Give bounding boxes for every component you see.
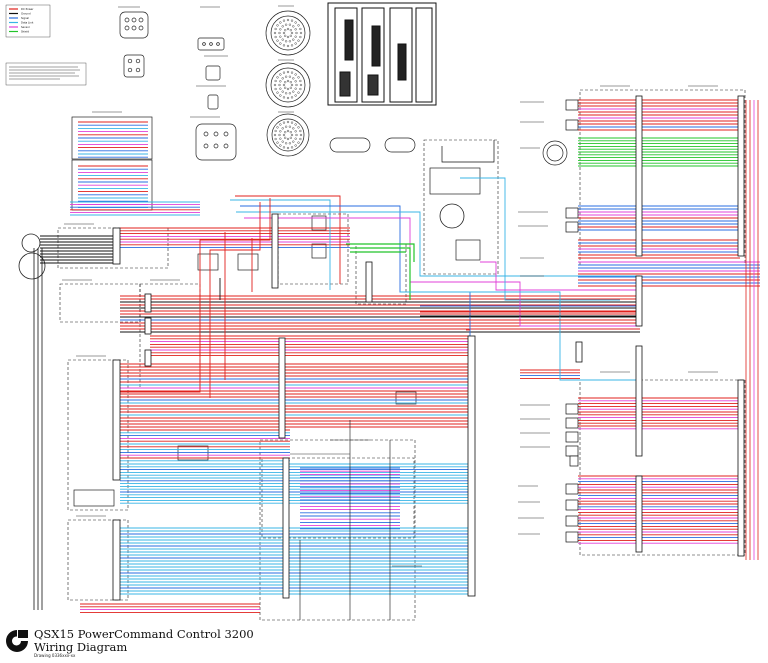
legend-label: Sensor: [21, 25, 31, 29]
cummins-logo-icon: [6, 630, 28, 652]
drawing-number: Drawing 0336xxx-xx: [34, 653, 76, 658]
drawing-subtitle: Wiring Diagram: [34, 640, 128, 654]
solid-boxes: [71, 116, 481, 507]
connector-pins: [273, 18, 303, 150]
control-board-modules: [327, 2, 437, 106]
legend-label: Data Link: [21, 21, 34, 25]
wire-bundles: [33, 99, 760, 620]
legend-note-lines: [9, 66, 80, 80]
drawing-title: QSX15 PowerCommand Control 3200: [34, 627, 254, 641]
generator-symbols: [18, 203, 465, 280]
legend-label: Ground: [21, 12, 31, 16]
wire-label-marks: [62, 5, 718, 567]
legend-label: Signal: [21, 16, 29, 20]
legend-label: Shield: [21, 30, 29, 34]
title-block: QSX15 PowerCommand Control 3200 Wiring D…: [4, 624, 264, 662]
legend-label: DC Power: [21, 7, 34, 11]
sensor-connectors: [565, 99, 579, 543]
connector-drawings: [119, 10, 568, 166]
terminal-strips: [112, 95, 745, 601]
